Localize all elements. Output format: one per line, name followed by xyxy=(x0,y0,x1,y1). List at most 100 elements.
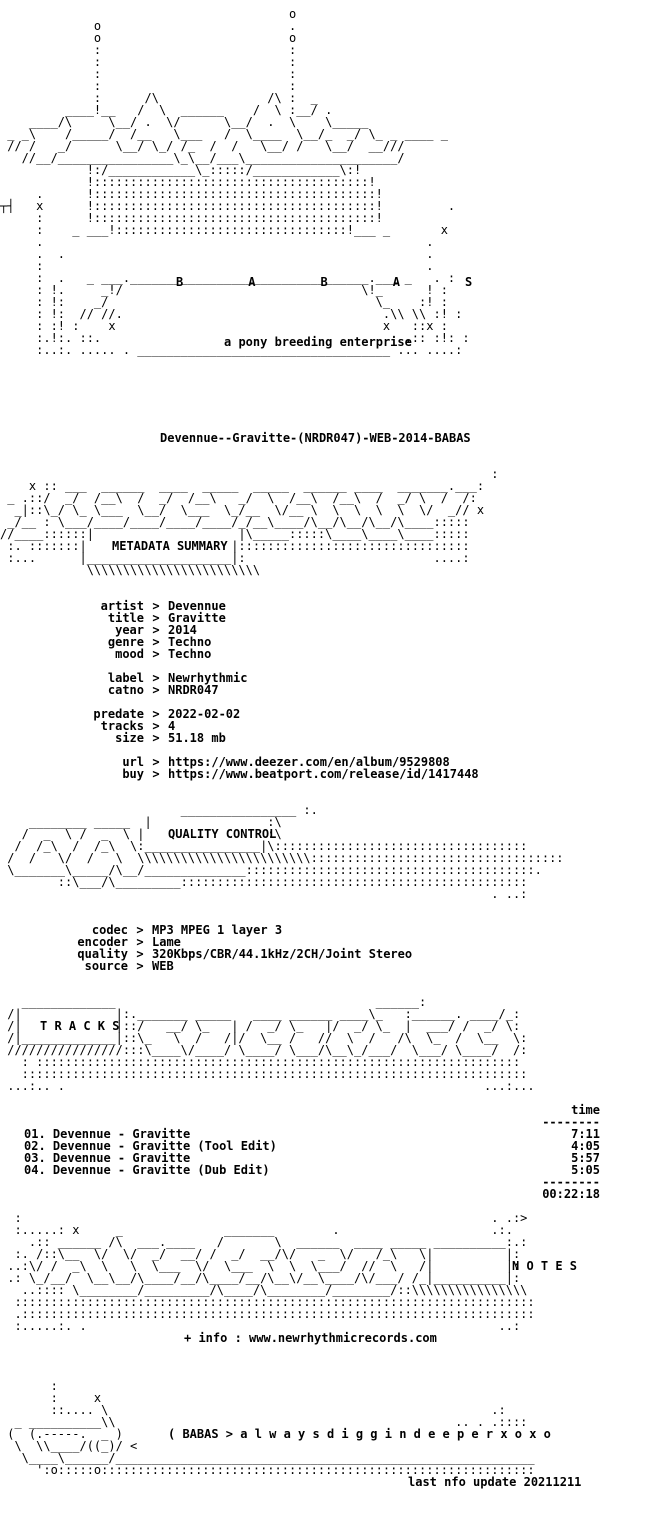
track-title: 04. Devennue - Gravitte (Dub Edit) xyxy=(24,1163,270,1177)
field-label: encoder xyxy=(77,935,128,949)
field-separator: > xyxy=(152,767,160,781)
field-separator: > xyxy=(152,647,160,661)
notes-banner-art: : . .:> :.....: x _ _______ . .:. .:: __… xyxy=(7,1211,535,1333)
total-time: 00:22:18 xyxy=(542,1187,600,1201)
field-row: tracks >4 xyxy=(80,720,479,732)
metadata-section-title: METADATA SUMMARY xyxy=(112,539,228,553)
field-separator: > xyxy=(152,671,160,685)
field-label: codec xyxy=(91,923,128,937)
field-row: predate >2022-02-02 xyxy=(80,708,479,720)
field-label: artist xyxy=(100,599,144,613)
info-line: + info : www.newrhythmicrecords.com xyxy=(184,1331,437,1345)
metadata-banner-art: : x :: ___ ______ ____ _____ _____ _____… xyxy=(0,467,499,577)
total-row: 00:22:18 xyxy=(24,1188,600,1200)
track-time: 5:57 xyxy=(571,1151,600,1165)
track-row: 04. Devennue - Gravitte (Dub Edit) 5:05 xyxy=(24,1164,600,1176)
field-label: genre xyxy=(107,635,144,649)
field-separator: > xyxy=(152,683,160,697)
field-separator: > xyxy=(152,731,160,745)
field-separator: > xyxy=(152,611,160,625)
field-row: size >51.18 mb xyxy=(80,732,479,744)
field-value: 2022-02-02 xyxy=(168,707,241,721)
field-value: Newrhythmic xyxy=(168,671,248,685)
field-separator: > xyxy=(152,755,160,769)
field-value: Devennue xyxy=(168,599,226,613)
header-ascii-art: o o . o o : : : : : xyxy=(0,7,470,357)
field-label: label xyxy=(107,671,144,685)
track-time: 7:11 xyxy=(571,1127,600,1141)
field-row: catno > NRDR047 xyxy=(80,684,479,696)
field-row: encoder > Lame xyxy=(64,936,412,948)
field-separator: > xyxy=(152,719,160,733)
field-value: 4 xyxy=(168,719,176,733)
field-value: 51.18 mb xyxy=(168,731,226,745)
field-separator: > xyxy=(136,947,144,961)
tracks-banner-art: _____________ ______: /| |:._______ ____… xyxy=(7,995,535,1093)
last-update: last nfo update 20211211 xyxy=(408,1475,582,1489)
track-title: 03. Devennue - Gravitte xyxy=(24,1151,191,1165)
track-time: 4:05 xyxy=(571,1139,600,1153)
track-title: 01. Devennue - Gravitte xyxy=(24,1127,191,1141)
field-value: MP3 MPEG 1 layer 3 xyxy=(152,923,283,937)
group-letters: B A B A S xyxy=(176,275,473,289)
field-separator: > xyxy=(152,623,160,637)
quality-section-title: QUALITY CONTROL xyxy=(168,827,277,841)
field-value: NRDR047 xyxy=(168,683,219,697)
footer-ascii-art: : : x ::.... \ .: _ __________\\ .. . .:… xyxy=(7,1379,535,1477)
field-label: mood xyxy=(115,647,144,661)
time-rule-row: -------- xyxy=(24,1116,600,1128)
tagline: a pony breeding enterprise xyxy=(224,335,412,349)
field-value: Gravitte xyxy=(168,611,226,625)
release-name: Devennue--Gravitte-(NRDR047)-WEB-2014-BA… xyxy=(160,431,471,445)
track-row: 02. Devennue - Gravitte (Tool Edit) 4:05 xyxy=(24,1140,600,1152)
time-header: time xyxy=(571,1103,600,1117)
field-row: mood > Techno xyxy=(80,648,479,660)
field-value: Techno xyxy=(168,647,212,661)
tracklist: time -------- 01. Devennue - Gravitte 7:1… xyxy=(24,1104,600,1200)
field-value: https://www.deezer.com/en/album/9529808 xyxy=(168,755,450,769)
field-row: label > Newrhythmic xyxy=(80,672,479,684)
tracks-section-title: T R A C K S xyxy=(40,1019,120,1033)
total-rule-row: -------- xyxy=(24,1176,600,1188)
field-label: buy xyxy=(122,767,144,781)
field-label: year xyxy=(115,623,144,637)
field-row: artist > Devennue xyxy=(80,600,479,612)
track-time: 5:05 xyxy=(571,1163,600,1177)
field-row: title > Gravitte xyxy=(80,612,479,624)
field-separator: > xyxy=(136,923,144,937)
track-title: 02. Devennue - Gravitte (Tool Edit) xyxy=(24,1139,277,1153)
field-label: size xyxy=(115,731,144,745)
field-row: source>WEB xyxy=(64,960,412,972)
total-rule: -------- xyxy=(542,1175,600,1189)
field-separator: > xyxy=(152,635,160,649)
field-row: genre > Techno xyxy=(80,636,479,648)
time-rule: -------- xyxy=(542,1115,600,1129)
field-label: quality xyxy=(77,947,128,961)
field-label: predate xyxy=(93,707,144,721)
field-row: quality >320Kbps/CBR/44.1kHz/2CH/Joint St… xyxy=(64,948,412,960)
notes-section-title: N O T E S xyxy=(512,1259,578,1273)
field-value: 2014 xyxy=(168,623,197,637)
quality-banner-art: ________________ :. ________ _____ | :\ … xyxy=(7,803,564,901)
field-value: Techno xyxy=(168,635,212,649)
field-separator: > xyxy=(152,599,160,613)
field-separator: > xyxy=(136,935,144,949)
field-row: year >2014 xyxy=(80,624,479,636)
field-label: tracks xyxy=(100,719,144,733)
field-label: title xyxy=(107,611,144,625)
field-value: 320Kbps/CBR/44.1kHz/2CH/Joint Stereo xyxy=(152,947,413,961)
field-value: Lame xyxy=(152,935,181,949)
field-separator: > xyxy=(136,959,144,973)
track-row: 01. Devennue - Gravitte 7:11 xyxy=(24,1128,600,1140)
field-label: source xyxy=(84,959,128,973)
field-label: catno xyxy=(107,683,144,697)
field-separator: > xyxy=(152,707,160,721)
field-value: https://www.beatport.com/release/id/1417… xyxy=(168,767,479,781)
field-row: url > https://www.deezer.com/en/album/9529… xyxy=(80,756,479,768)
footer-slogan: ( BABAS > a l w a y s d i g g i n d e e … xyxy=(168,1427,551,1441)
field-label: url xyxy=(122,755,144,769)
